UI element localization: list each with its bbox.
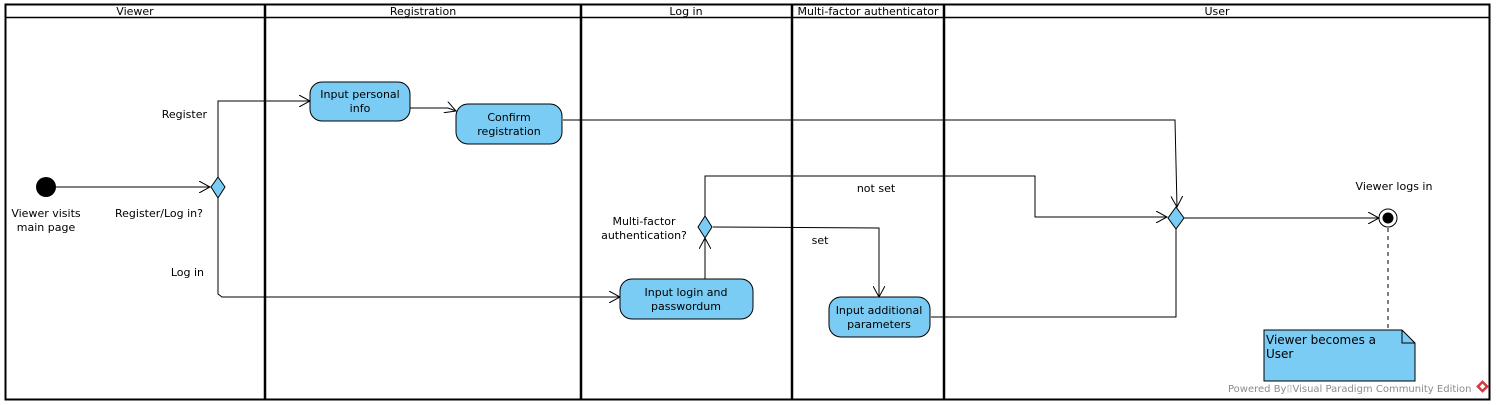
flow-input-personal-to-confirm [410,108,456,111]
action-input-login-line2: passwordum [651,300,721,313]
decision-mfa [697,215,713,239]
lane-mfa-title: Multi-factor authenticator [797,5,939,18]
action-input-additional-parameters-line2: parameters [847,318,911,331]
action-confirm-registration [455,103,563,145]
note-viewer-becomes-user: Viewer becomes a User [1263,329,1416,382]
swimlane-frame [4,3,1491,401]
initial-node [36,177,56,197]
start-label-line2: main page [17,221,76,234]
decision-mfa-label-line2: authentication? [601,229,687,242]
flow-set-to-input-additional [712,226,879,297]
flow-confirm-to-user-merge [563,119,1177,207]
decision-register-login-label: Register/Log in? [115,207,203,220]
decision-mfa-label-line1: Multi-factor [612,215,676,228]
action-confirm-registration-line1: Confirm [487,111,530,124]
lane-viewer-title: Viewer [116,5,154,18]
action-input-additional-parameters-line1: Input additional [836,304,923,317]
flow-input-additional-to-merge [931,228,1177,318]
flow-not-set-to-merge [704,175,1167,217]
final-node [1382,212,1394,224]
action-input-personal-info-line1: Input personal [320,88,399,101]
branch-login-label: Log in [171,266,204,279]
watermark-text: Powered By⌷Visual Paradigm Community Edi… [1228,384,1472,395]
action-confirm-registration-line2: registration [477,125,540,138]
lane-user-title: User [1204,5,1230,18]
guard-not-set-label: not set [857,182,896,195]
action-input-personal-info-line2: info [350,102,371,115]
merge-node [1167,206,1185,230]
decision-register-login [210,176,226,199]
action-input-personal-info [309,81,411,122]
action-input-additional-parameters [828,296,931,338]
guard-set-label: set [812,234,829,247]
flows [55,101,1389,332]
branch-register-label: Register [162,108,208,121]
note-line2: User [1266,347,1293,361]
flow-login-to-input-login [217,196,620,297]
action-input-login-line1: Input login and [645,286,728,299]
note-line1: Viewer becomes a [1266,333,1376,347]
lane-registration-title: Registration [390,5,456,18]
start-label-line1: Viewer visits [11,207,81,220]
final-node-label: Viewer logs in [1356,180,1433,193]
action-input-login [619,278,754,320]
lane-login-title: Log in [669,5,702,18]
flow-register-to-input-personal [217,101,310,178]
